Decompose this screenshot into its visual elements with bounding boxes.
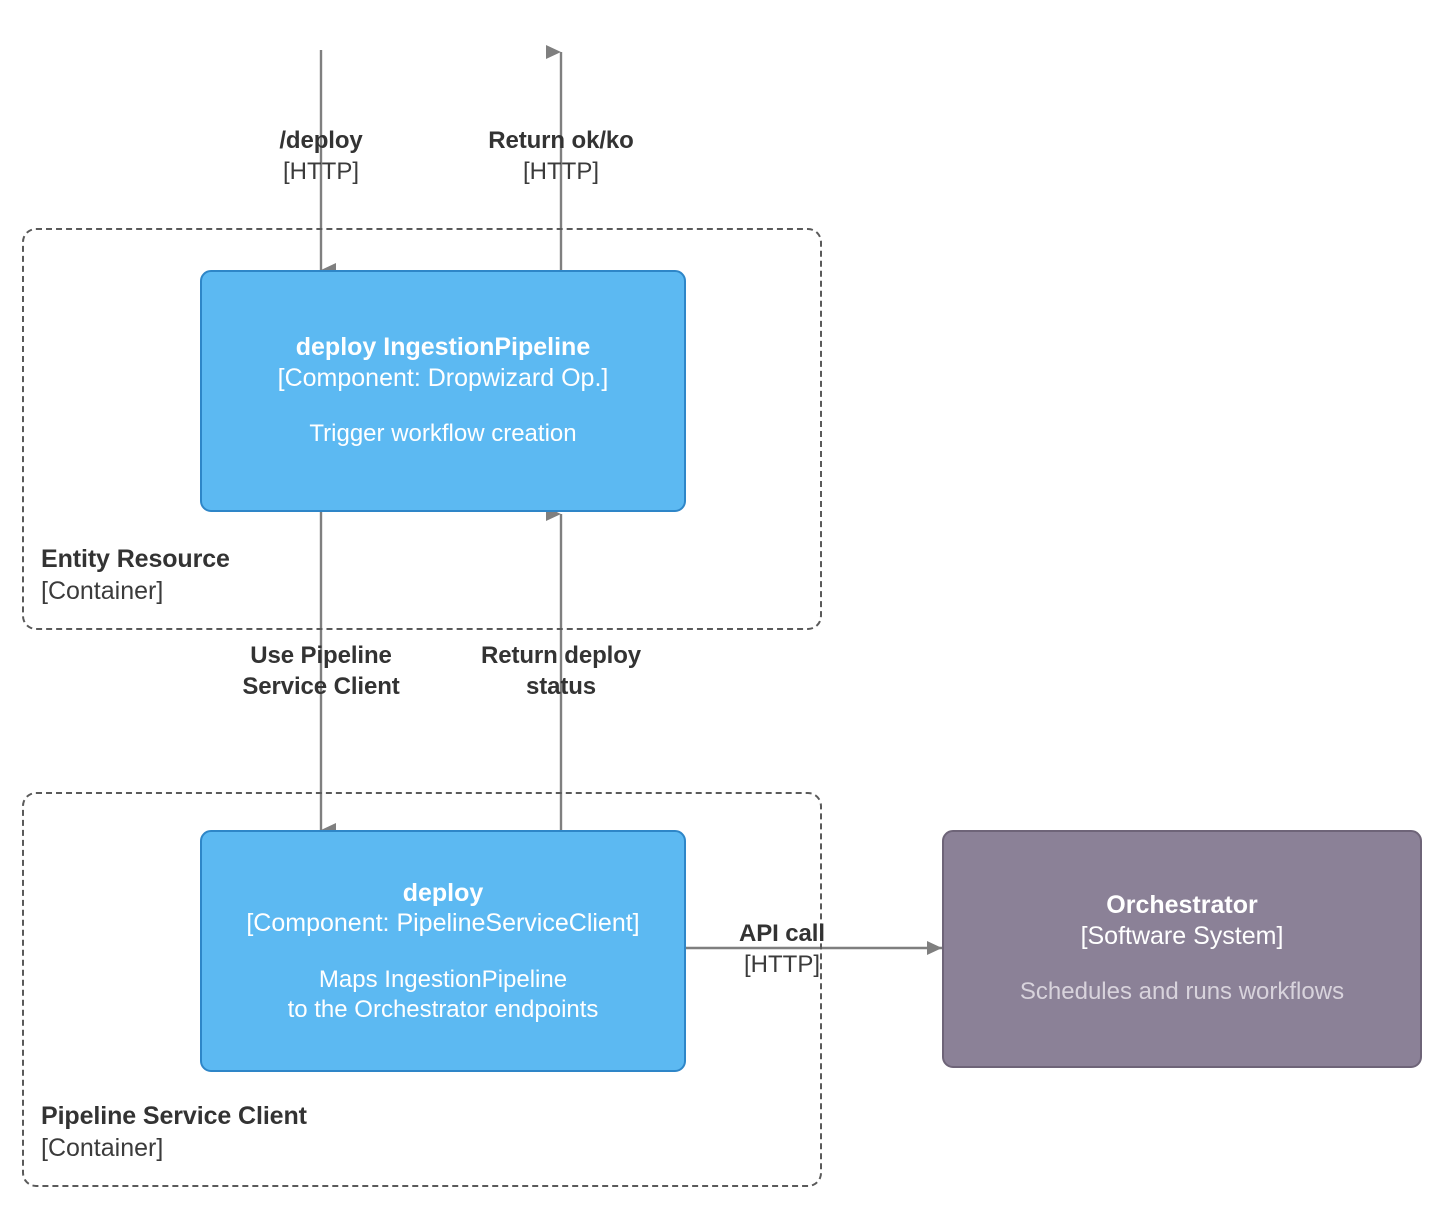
edge-label-deploy-request-text: /deploy bbox=[279, 127, 363, 154]
boundary-entity-resource-name: Entity Resource bbox=[41, 545, 230, 573]
node-deploy-ingestion-pipeline-description: Trigger workflow creation bbox=[309, 420, 577, 448]
boundary-pipeline-service-client-type: [Container] bbox=[41, 1134, 164, 1162]
node-orchestrator-tech: [Software System] bbox=[1080, 921, 1284, 950]
node-orchestrator[interactable]: Orchestrator [Software System] Schedules… bbox=[942, 830, 1422, 1068]
edge-label-api-call-tech: [HTTP] bbox=[744, 951, 820, 979]
node-deploy-pipeline-service-client-title: deploy bbox=[402, 878, 484, 907]
edge-label-api-call-text: API call bbox=[739, 920, 825, 947]
boundary-entity-resource-type: [Container] bbox=[41, 577, 164, 605]
edge-label-use-pipeline-service-client-line1: Use Pipeline bbox=[250, 642, 392, 669]
edge-label-return-ok-ko: Return ok/ko [HTTP] bbox=[441, 125, 681, 187]
edge-label-deploy-request: /deploy [HTTP] bbox=[201, 125, 441, 187]
node-deploy-ingestion-pipeline-tech: [Component: Dropwizard Op.] bbox=[277, 363, 609, 392]
boundary-entity-resource-label: Entity Resource [Container] bbox=[41, 543, 230, 607]
node-deploy-ingestion-pipeline[interactable]: deploy IngestionPipeline [Component: Dro… bbox=[200, 270, 686, 512]
node-orchestrator-title: Orchestrator bbox=[1106, 891, 1258, 920]
edge-label-return-ok-ko-tech: [HTTP] bbox=[523, 158, 599, 186]
edge-label-use-pipeline-service-client: Use Pipeline Service Client bbox=[201, 640, 441, 702]
edge-label-return-deploy-status: Return deploy status bbox=[441, 640, 681, 702]
edge-label-api-call: API call [HTTP] bbox=[692, 918, 872, 980]
node-deploy-pipeline-service-client-description-line2: to the Orchestrator endpoints bbox=[287, 995, 599, 1023]
edge-label-return-deploy-status-line2: status bbox=[525, 673, 597, 701]
node-deploy-pipeline-service-client-tech: [Component: PipelineServiceClient] bbox=[246, 909, 640, 938]
boundary-pipeline-service-client-label: Pipeline Service Client [Container] bbox=[41, 1100, 307, 1164]
edge-label-use-pipeline-service-client-line2: Service Client bbox=[242, 673, 400, 701]
edge-label-deploy-request-tech: [HTTP] bbox=[283, 158, 359, 186]
node-deploy-pipeline-service-client-description-line1: Maps IngestionPipeline bbox=[318, 965, 568, 993]
node-deploy-ingestion-pipeline-title: deploy IngestionPipeline bbox=[295, 333, 591, 362]
node-orchestrator-description: Schedules and runs workflows bbox=[1019, 978, 1345, 1006]
node-deploy-pipeline-service-client[interactable]: deploy [Component: PipelineServiceClient… bbox=[200, 830, 686, 1072]
edge-label-return-ok-ko-text: Return ok/ko bbox=[488, 127, 634, 154]
edge-label-return-deploy-status-line1: Return deploy bbox=[480, 642, 642, 669]
boundary-pipeline-service-client-name: Pipeline Service Client bbox=[41, 1102, 307, 1130]
boundary-pipeline-service-client bbox=[22, 792, 822, 1187]
boundary-entity-resource bbox=[22, 228, 822, 630]
